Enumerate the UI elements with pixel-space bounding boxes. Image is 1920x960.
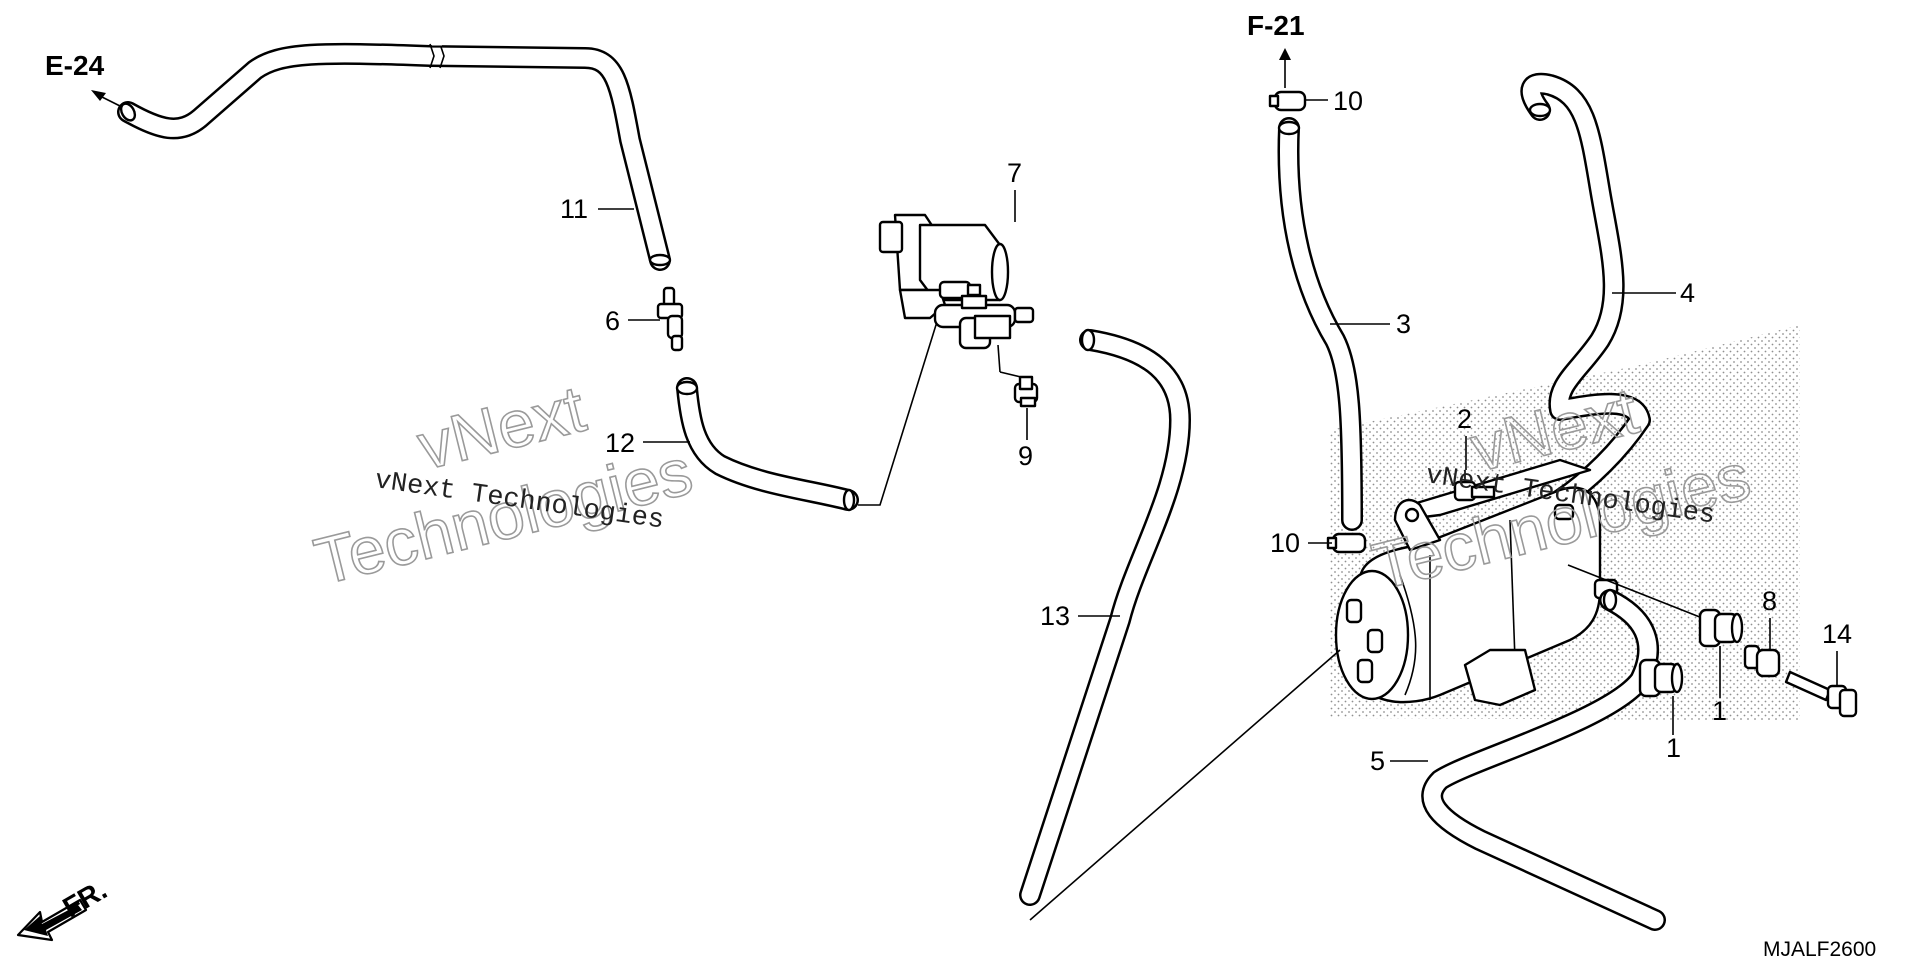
callout-13: 13 — [1040, 601, 1070, 631]
joint-6 — [656, 286, 684, 352]
callout-10-top: 10 — [1333, 86, 1363, 116]
connection-line-12 — [858, 311, 965, 506]
connection-line-1 — [1567, 564, 1721, 626]
bolt-9 — [997, 344, 1039, 408]
bolt-14 — [1784, 670, 1858, 718]
watermark-left: vNext Technologies vNext Technologies — [307, 370, 700, 599]
callout-7: 7 — [1007, 158, 1022, 188]
connection-line-13 — [1029, 649, 1341, 921]
bolt-2 — [1453, 470, 1496, 502]
callout-11: 11 — [560, 194, 588, 224]
clamp-10-bottom — [1326, 532, 1367, 554]
callout-1-right: 1 — [1712, 696, 1727, 726]
drawing-code: MJALF2600 — [1763, 938, 1876, 960]
ref-top: F-21 — [1247, 10, 1305, 88]
callout-2: 2 — [1457, 404, 1472, 434]
callouts: 11 6 12 7 9 13 10 3 4 2 10 8 14 — [560, 86, 1852, 776]
callout-12: 12 — [605, 428, 635, 458]
ref-top-label: F-21 — [1247, 10, 1305, 41]
purge-valve-7 — [878, 213, 1035, 350]
callout-14: 14 — [1822, 619, 1852, 649]
callout-1-left: 1 — [1666, 733, 1681, 763]
clamp-10-top — [1268, 90, 1307, 112]
callout-5: 5 — [1370, 746, 1385, 776]
front-arrow: FR. — [16, 874, 112, 942]
ref-left-label: E-24 — [45, 50, 105, 81]
collar-8 — [1743, 644, 1781, 678]
hose-11 — [117, 42, 672, 271]
rubber-mount-1a — [1698, 608, 1744, 648]
rubber-mount-1b — [1638, 658, 1684, 698]
callout-4: 4 — [1680, 278, 1695, 308]
hose-12 — [675, 377, 859, 512]
callout-8: 8 — [1762, 586, 1777, 616]
hose-5 — [1421, 588, 1666, 931]
ref-left: E-24 — [45, 50, 121, 107]
callout-6: 6 — [605, 306, 620, 336]
hose-3 — [1277, 117, 1363, 531]
callout-3: 3 — [1396, 309, 1411, 339]
hose-4 — [1520, 72, 1651, 511]
callout-10-bottom: 10 — [1270, 528, 1300, 558]
hose-13 — [1019, 328, 1191, 906]
callout-9: 9 — [1018, 441, 1033, 471]
